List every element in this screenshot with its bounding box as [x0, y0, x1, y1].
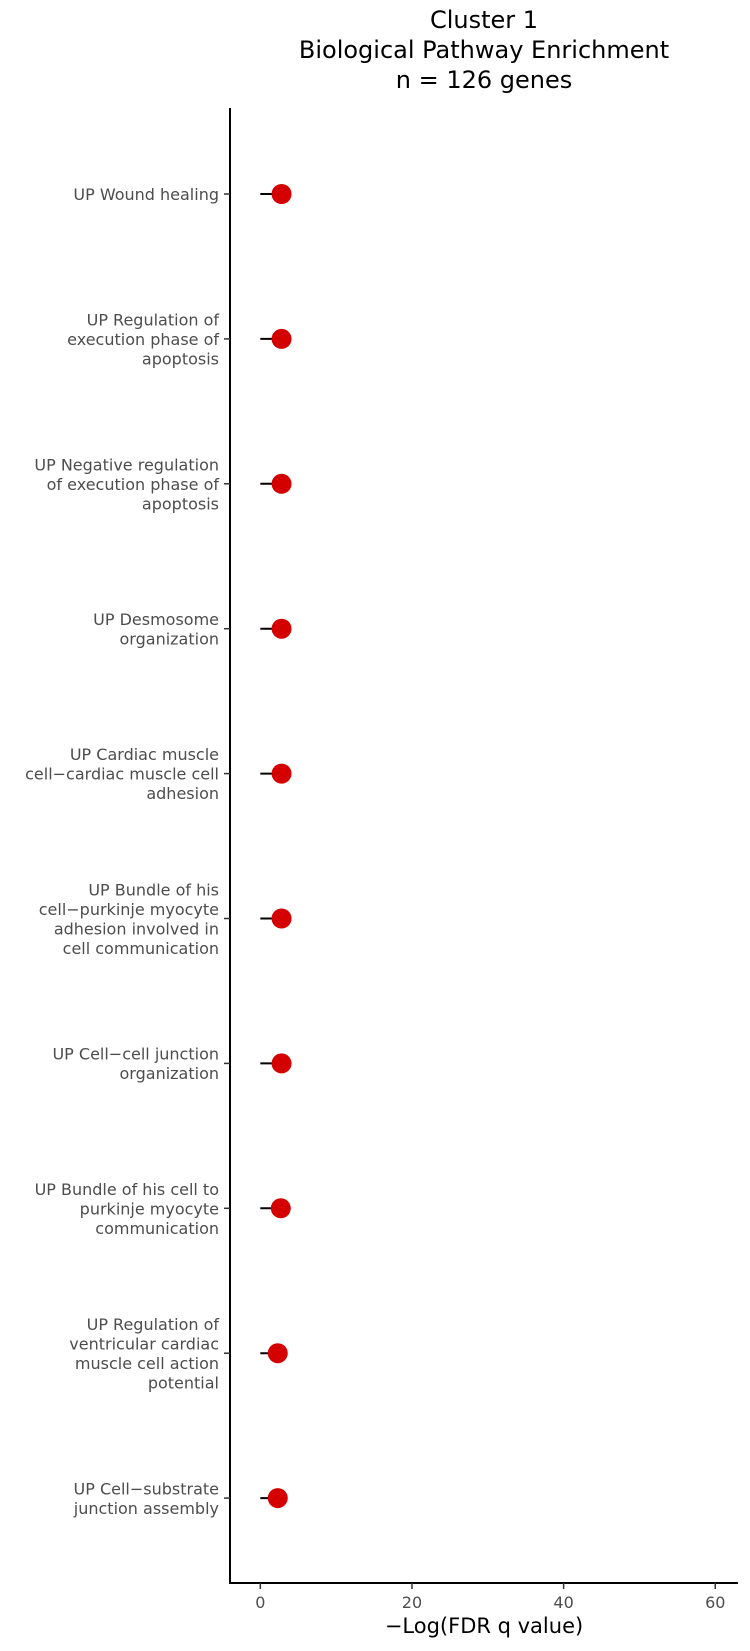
lollipop-point	[271, 328, 292, 349]
y-tick-label-line: UP Bundle of his	[88, 880, 219, 899]
y-tick-label-line: UP Cell−cell junction	[52, 1045, 219, 1064]
chart-title: Cluster 1 Biological Pathway Enrichment …	[299, 6, 669, 94]
y-tick-label-line: UP Negative regulation	[34, 455, 219, 474]
y-tick-label-line: cell communication	[63, 939, 219, 958]
y-tick-label-line: cell−cardiac muscle cell	[25, 765, 219, 784]
x-tick-label: 20	[402, 1593, 422, 1612]
y-tick-label-line: organization	[120, 629, 219, 648]
data-marks	[260, 184, 292, 1509]
lollipop-point	[271, 908, 292, 929]
y-tick-label-line: UP Cell−substrate	[74, 1479, 220, 1498]
y-tick-label-line: communication	[95, 1219, 219, 1238]
y-tick-label-line: UP Desmosome	[93, 610, 219, 629]
x-tick-labels: 0 20 40 60	[255, 1583, 725, 1612]
lollipop-point	[271, 763, 292, 784]
lollipop-point	[271, 618, 292, 639]
y-tick-label-line: potential	[148, 1373, 219, 1392]
y-tick-label-line: muscle cell action	[75, 1354, 219, 1373]
y-tick-label-line: ventricular cardiac	[69, 1334, 219, 1353]
y-tick-label-line: purkinje myocyte	[80, 1199, 219, 1218]
lollipop-point	[271, 184, 292, 204]
x-tick-label: 40	[553, 1593, 573, 1612]
x-tick-label: 0	[255, 1593, 265, 1612]
y-tick-label-line: of execution phase of	[47, 475, 220, 494]
lollipop-point	[270, 1198, 291, 1219]
y-tick-label-line: execution phase of	[67, 330, 219, 349]
y-tick-label-line: UP Bundle of his cell to	[35, 1180, 219, 1199]
y-tick-label-line: junction assembly	[73, 1499, 219, 1518]
y-tick-label-line: UP Regulation of	[87, 1315, 220, 1334]
y-tick-label-line: organization	[120, 1064, 219, 1083]
y-tick-label-line: UP Wound healing	[73, 185, 219, 204]
y-tick-label: UP Wound healing	[73, 185, 219, 204]
y-tick-label-line: apoptosis	[142, 349, 219, 368]
plot-axes	[229, 108, 738, 1584]
x-axis-label: −Log(FDR q value)	[385, 1614, 583, 1638]
lollipop-point	[271, 473, 292, 494]
x-tick-label: 60	[705, 1593, 725, 1612]
title-line-1: Cluster 1	[430, 6, 538, 34]
y-tick-label-line: UP Regulation of	[87, 310, 220, 329]
y-tick-label-line: apoptosis	[142, 494, 219, 513]
lollipop-point	[267, 1488, 288, 1509]
y-tick-label-line: adhesion involved in	[54, 919, 219, 938]
lollipop-point	[271, 1053, 292, 1074]
title-line-3: n = 126 genes	[396, 66, 573, 94]
y-tick-label-line: adhesion	[146, 784, 219, 803]
y-tick-label-line: cell−purkinje myocyte	[39, 900, 219, 919]
title-line-2: Biological Pathway Enrichment	[299, 36, 669, 64]
y-tick-label-line: UP Cardiac muscle	[70, 745, 219, 764]
lollipop-point	[267, 1343, 288, 1364]
